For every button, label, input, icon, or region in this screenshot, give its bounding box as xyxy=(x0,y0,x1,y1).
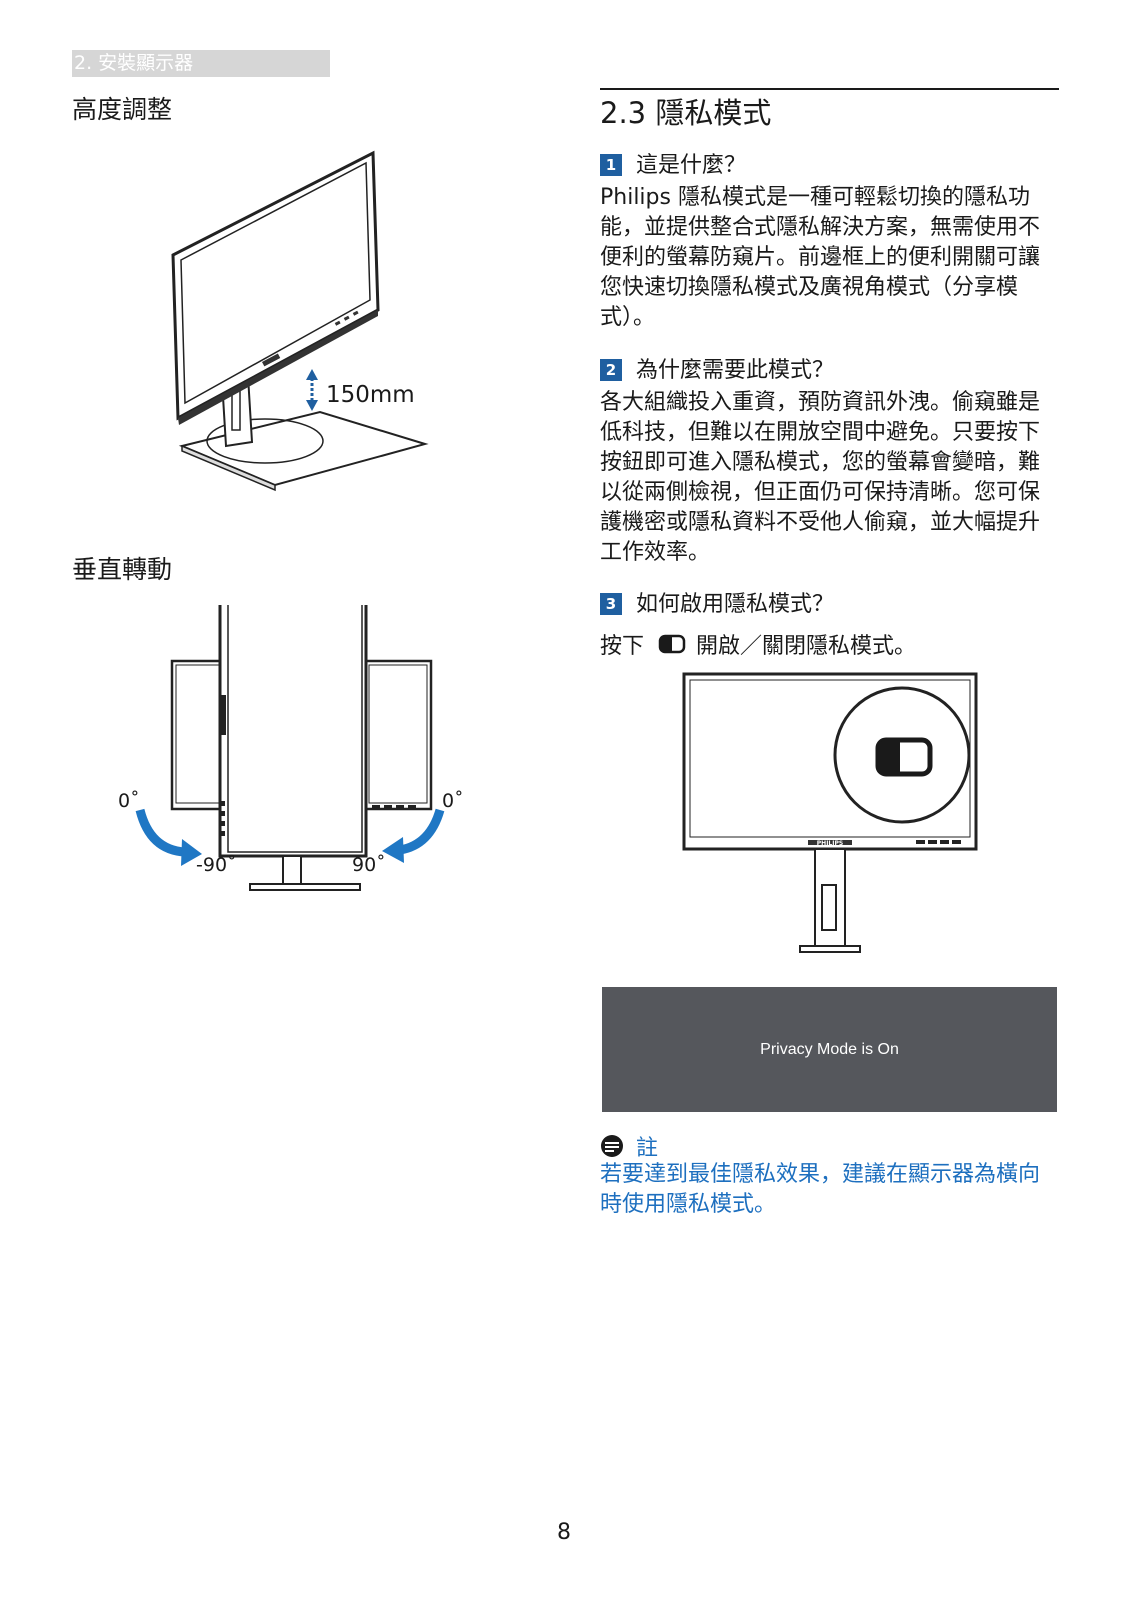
question-number-badge: 1 xyxy=(600,154,622,176)
pivot-illustration: 0˚ 0˚ -90˚ 90˚ xyxy=(118,605,464,891)
monitor-brand-logo: PHILIPS xyxy=(817,840,843,847)
note-label: 註 xyxy=(636,1136,659,1161)
question-2-heading: 2 為什麼需要此模式？ xyxy=(600,352,834,384)
pivot-label-pos90: 90˚ xyxy=(352,854,386,876)
pivot-label-neg90: -90˚ xyxy=(196,854,237,876)
osd-message: Privacy Mode is On xyxy=(760,1040,899,1058)
action-text: 開啟／關閉隱私模式。 xyxy=(696,634,917,659)
question-2-body: 各大組織投入重資，預防資訊外洩。偷窺雖是低科技，但難以在開放空間中避免。只要按下… xyxy=(600,390,1041,565)
question-1-heading: 1 這是什麼？ xyxy=(600,147,746,179)
question-number-badge: 2 xyxy=(600,359,622,381)
press-text: 按下 xyxy=(600,634,645,659)
height-adjust-illustration xyxy=(171,150,429,492)
pivot-label-left-zero: 0˚ xyxy=(118,790,140,812)
question-1-title: 這是什麼？ xyxy=(636,153,747,178)
pivot-label-right-zero: 0˚ xyxy=(442,790,464,812)
privacy-button-icon xyxy=(658,634,686,654)
note-body: 若要達到最佳隱私效果，建議在顯示器為橫向時使用隱私模式。 xyxy=(600,1162,1041,1217)
section-rule xyxy=(600,88,1059,90)
pivot-title: 垂直轉動 xyxy=(72,555,173,584)
page-number: 8 xyxy=(557,1520,571,1545)
height-range-label: 150mm xyxy=(326,382,415,408)
note-heading: 註 xyxy=(600,1130,658,1162)
question-3-heading: 3 如何啟用隱私模式？ xyxy=(600,586,834,618)
note-icon xyxy=(601,1135,623,1157)
chapter-tab: 2. 安裝顯示器 xyxy=(72,50,330,77)
question-number-badge: 3 xyxy=(600,593,622,615)
height-adjust-title: 高度調整 xyxy=(72,95,173,124)
question-1-body: Philips 隱私模式是一種可輕鬆切換的隱私功能，並提供整合式隱私解決方案，無… xyxy=(600,185,1041,330)
question-3-title: 如何啟用隱私模式？ xyxy=(636,592,835,617)
privacy-mode-osd: Privacy Mode is On xyxy=(602,987,1057,1112)
question-2-title: 為什麼需要此模式？ xyxy=(636,358,835,383)
section-title: 2.3 隱私模式 xyxy=(600,96,772,130)
privacy-instruction: 按下 開啟／關閉隱私模式。 xyxy=(600,628,916,660)
privacy-monitor-illustration: PHILIPS xyxy=(682,672,978,953)
